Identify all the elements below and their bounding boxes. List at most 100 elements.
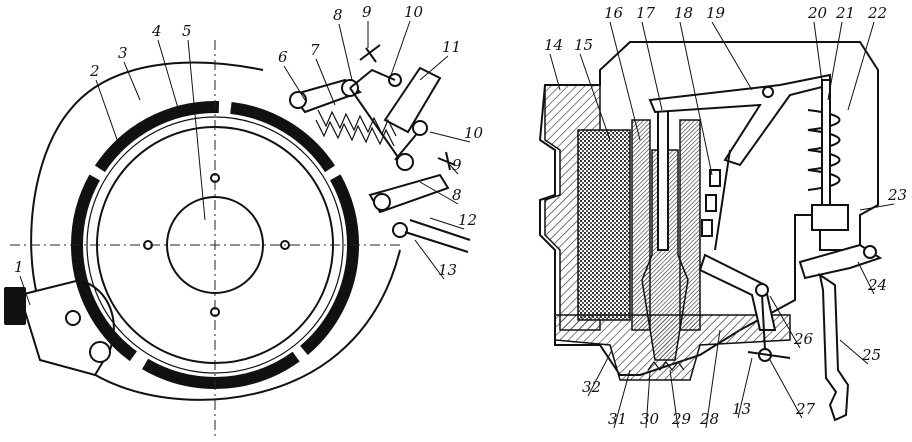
- mid-pivot: [412, 120, 428, 136]
- right-label-13: 27: [795, 400, 816, 418]
- right-leader-3: [641, 21, 663, 111]
- return-spring: [807, 109, 841, 191]
- left-leader-14: [429, 217, 465, 230]
- right-label-4: 18: [674, 4, 693, 22]
- left-label-8: 9: [362, 3, 372, 21]
- left-label-4: 5: [182, 22, 192, 40]
- left-label-3: 4: [151, 22, 162, 40]
- lower-lever-pivot: [373, 193, 391, 211]
- right-label-11: 25: [861, 346, 881, 364]
- adjusting-screw-bottom: [437, 151, 456, 171]
- right-label-12: 26: [793, 330, 814, 348]
- left-leader-11: [429, 131, 471, 143]
- right-leader-15: [705, 329, 721, 429]
- left-leader-6: [315, 58, 336, 106]
- right-label-9: 23: [887, 186, 907, 204]
- rod-pivot: [392, 222, 408, 238]
- right-label-7: 21: [835, 4, 855, 22]
- left-leader-4: [187, 39, 206, 221]
- left-leader-2: [123, 61, 141, 101]
- bellcrank-pivot: [755, 283, 769, 297]
- right-leader-7: [827, 21, 843, 101]
- adjusting-screw-top: [359, 44, 381, 63]
- left-label-12: 9: [452, 156, 462, 174]
- pull-rod: [409, 219, 471, 241]
- right-leader-2: [609, 21, 641, 141]
- right-leader-8: [847, 21, 875, 111]
- top-lever: [648, 73, 831, 167]
- right-leader-1: [579, 53, 611, 141]
- right-leader-19: [587, 349, 613, 397]
- left-label-5: 6: [278, 48, 288, 66]
- right-leader-9: [859, 203, 895, 211]
- right-label-8: 22: [867, 4, 887, 22]
- latch: [798, 243, 883, 280]
- lower-rod: [761, 294, 766, 351]
- right-label-0: 14: [544, 36, 563, 54]
- left-label-6: 7: [310, 41, 320, 59]
- damper-spring: [647, 361, 685, 371]
- link-3: [701, 219, 713, 237]
- hook: [818, 272, 850, 422]
- right-leader-0: [549, 53, 561, 91]
- right-label-19: 32: [582, 378, 601, 396]
- brake-shoe: [86, 116, 344, 374]
- left-leader-9: [389, 20, 411, 79]
- right-label-6: 20: [807, 4, 828, 22]
- right-leader-5: [711, 21, 753, 91]
- right-label-15: 28: [699, 410, 719, 428]
- lower-link-pivot: [396, 153, 414, 171]
- upper-lever-pivot: [289, 91, 307, 109]
- right-section-view: [538, 41, 883, 422]
- right-leader-4: [679, 21, 713, 176]
- left-leader-0: [19, 275, 31, 306]
- arm-pivot-2: [89, 341, 111, 363]
- link-1: [709, 169, 721, 187]
- right-leader-6: [813, 21, 823, 83]
- left-label-1: 2: [89, 62, 100, 80]
- plunger: [641, 149, 689, 361]
- brake-spring-2: [315, 119, 395, 147]
- right-label-14: 13: [732, 400, 751, 418]
- spring-rod: [821, 79, 831, 221]
- left-leader-13: [419, 181, 459, 205]
- plunger-stem: [657, 99, 669, 251]
- arm-pivot-1: [65, 310, 81, 326]
- link-arm: [349, 68, 421, 161]
- left-label-15: 13: [438, 261, 457, 279]
- solenoid-coil: [577, 129, 631, 321]
- left-label-13: 8: [452, 186, 462, 204]
- linkage-rod: [714, 149, 731, 251]
- solenoid-armature: [383, 66, 442, 134]
- arm-grip: [4, 287, 26, 325]
- right-leader-17: [645, 371, 651, 429]
- right-leader-14: [737, 357, 753, 419]
- left-leader-15: [414, 239, 445, 280]
- pull-rod-2: [404, 231, 469, 253]
- left-label-10: 11: [442, 38, 461, 56]
- link-2: [705, 194, 717, 212]
- left-label-7: 8: [333, 6, 343, 24]
- right-leader-13: [769, 359, 803, 419]
- latch-pivot: [863, 245, 877, 259]
- lower-rod-2: [747, 351, 791, 359]
- right-label-5: 19: [706, 4, 726, 22]
- brake-spring: [317, 109, 397, 137]
- left-label-9: 10: [404, 3, 424, 21]
- right-label-16: 29: [671, 410, 692, 428]
- right-leader-16: [669, 369, 679, 429]
- right-leader-12: [769, 295, 801, 349]
- left-leader-3: [157, 39, 181, 116]
- left-leader-10: [419, 55, 449, 81]
- right-leader-18: [613, 369, 631, 429]
- right-label-10: 24: [867, 276, 887, 294]
- right-leader-10: [857, 261, 875, 295]
- left-label-14: 12: [458, 211, 477, 229]
- left-leader-7: [338, 23, 353, 81]
- drum-hub: [166, 196, 264, 294]
- right-label-3: 17: [636, 4, 656, 22]
- right-leader-11: [839, 339, 869, 365]
